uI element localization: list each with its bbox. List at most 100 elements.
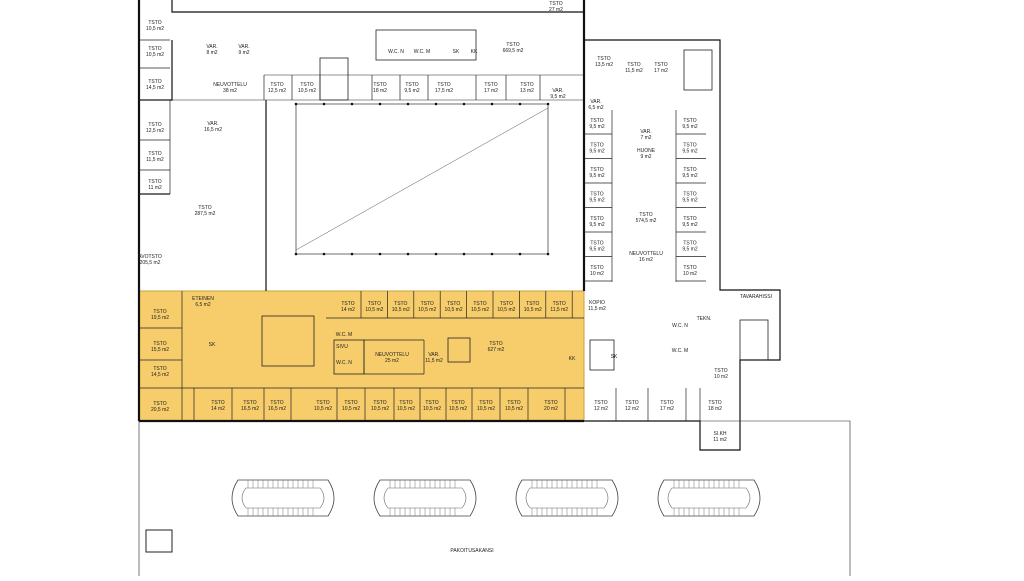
- room-name: TSTO: [553, 301, 566, 307]
- structural-column: [378, 252, 382, 256]
- room-name: TSTO: [447, 301, 460, 307]
- elevator-east: [589, 339, 615, 371]
- room-name: TSTO: [683, 265, 696, 271]
- room-name: TSTO: [437, 82, 450, 88]
- room-name: TSTO: [590, 118, 603, 124]
- room-area: 9,5 m2: [682, 173, 698, 179]
- room-area: 12,5 m2: [268, 88, 286, 94]
- room-area: 14,5 m2: [146, 85, 164, 91]
- wall-north: [171, 0, 584, 13]
- room-area: 10,5 m2: [505, 406, 523, 412]
- room-area: 18 m2: [373, 88, 387, 94]
- parking-stair: [145, 529, 173, 553]
- room-name: TAVARAHISSI: [740, 294, 772, 300]
- room-area: 10,5 m2: [146, 26, 164, 32]
- room-name: TSTO: [344, 400, 357, 406]
- room-area: 16,5 m2: [241, 406, 259, 412]
- structural-column: [434, 102, 438, 106]
- stair-core-north: [319, 57, 349, 101]
- room-name: TSTO: [425, 400, 438, 406]
- room-area: 10,5 m2: [392, 307, 410, 313]
- room-area: 11,5 m2: [425, 358, 443, 364]
- service-room-label: SK: [209, 342, 216, 348]
- structural-column: [490, 252, 494, 256]
- room-area: 287,5 m2: [195, 211, 216, 217]
- service-room-label: SK: [453, 49, 460, 55]
- room-area: 205,5 m2: [140, 260, 161, 266]
- room-name: TSTO: [526, 301, 539, 307]
- room-area: 9,5 m2: [589, 247, 605, 253]
- room-name: AVOTSTO: [138, 254, 162, 260]
- room-name: TSTO: [590, 265, 603, 271]
- room-name: VAR.: [640, 129, 651, 135]
- room-area: 10,5 m2: [298, 88, 316, 94]
- structural-column: [350, 252, 354, 256]
- room-name: TSTO: [484, 82, 497, 88]
- room-area: 11,5 m2: [550, 307, 568, 313]
- room-name: TSTO: [660, 400, 673, 406]
- room-name: TSTO: [590, 216, 603, 222]
- room-name: TSTO: [148, 151, 161, 157]
- structural-column: [462, 252, 466, 256]
- room-area: 6,5 m2: [588, 105, 604, 111]
- room-area: 14 m2: [341, 307, 355, 313]
- room-area: 9,5 m2: [589, 149, 605, 155]
- room-name: TSTO: [590, 192, 603, 198]
- room-area: 12 m2: [625, 406, 639, 412]
- room-area: 9,5 m2: [589, 173, 605, 179]
- room-name: NEUVOTTELU: [629, 251, 663, 257]
- structural-column: [462, 102, 466, 106]
- room-name: VAR.: [207, 121, 218, 127]
- room-area: 11,5 m2: [146, 157, 164, 163]
- room-name: TSTO: [153, 366, 166, 372]
- room-area: 10,5 m2: [418, 307, 436, 313]
- room-name: TSTO: [421, 301, 434, 307]
- room-area: 18 m2: [708, 406, 722, 412]
- structural-column: [322, 252, 326, 256]
- room-name: TSTO: [654, 62, 667, 68]
- room-name: VAR.: [590, 99, 601, 105]
- parking-deck: PAKOITUSAKANSI: [138, 420, 851, 576]
- room-area: 10,5 m2: [371, 406, 389, 412]
- structural-column: [518, 252, 522, 256]
- room-area: 15,5 m2: [151, 347, 169, 353]
- room-name: TSTO: [708, 400, 721, 406]
- wall-east-wing: [584, 39, 781, 451]
- room-name: TSTO: [399, 400, 412, 406]
- room-name: SI.KH: [713, 431, 726, 437]
- room-area: 11,5 m2: [625, 68, 643, 74]
- parking-ramp: [515, 479, 619, 517]
- room-area: 9,5 m2: [682, 222, 698, 228]
- room-name: TSTO: [627, 62, 640, 68]
- room-area: 11 m2: [148, 185, 162, 191]
- wc-label: W.C. N: [336, 360, 352, 366]
- room-name: TSTO: [451, 400, 464, 406]
- room-name: TSTO: [316, 400, 329, 406]
- kk-label: KK: [569, 356, 576, 362]
- room-name: TSTO: [714, 368, 727, 374]
- room-name: TSTO: [479, 400, 492, 406]
- room-name: ETEINEN: [192, 296, 214, 302]
- room-name: TSTO: [394, 301, 407, 307]
- room-area: 9 m2: [238, 50, 249, 56]
- room-name: TSTO: [368, 301, 381, 307]
- room-name: NEUVOTTELU: [375, 352, 409, 358]
- room-name: TSTO: [683, 118, 696, 124]
- room-name: TSTO: [198, 205, 211, 211]
- room-area: 10 m2: [714, 374, 728, 380]
- room-area: 11,5 m2: [588, 306, 606, 312]
- room-name: TSTO: [590, 167, 603, 173]
- room-area: 9,5 m2: [404, 88, 420, 94]
- room-name: TSTO: [549, 1, 562, 7]
- atrium-diagonal: [295, 107, 549, 251]
- room-area: 10,5 m2: [397, 406, 415, 412]
- room-area: 9 m2: [640, 154, 651, 160]
- room-name: TSTO: [148, 122, 161, 128]
- room-area: 9,5 m2: [589, 124, 605, 130]
- wc-core-north: [375, 29, 477, 61]
- room-area: 9,5 m2: [682, 124, 698, 130]
- room-name: TSTO: [683, 216, 696, 222]
- elevator-hl: [447, 337, 471, 363]
